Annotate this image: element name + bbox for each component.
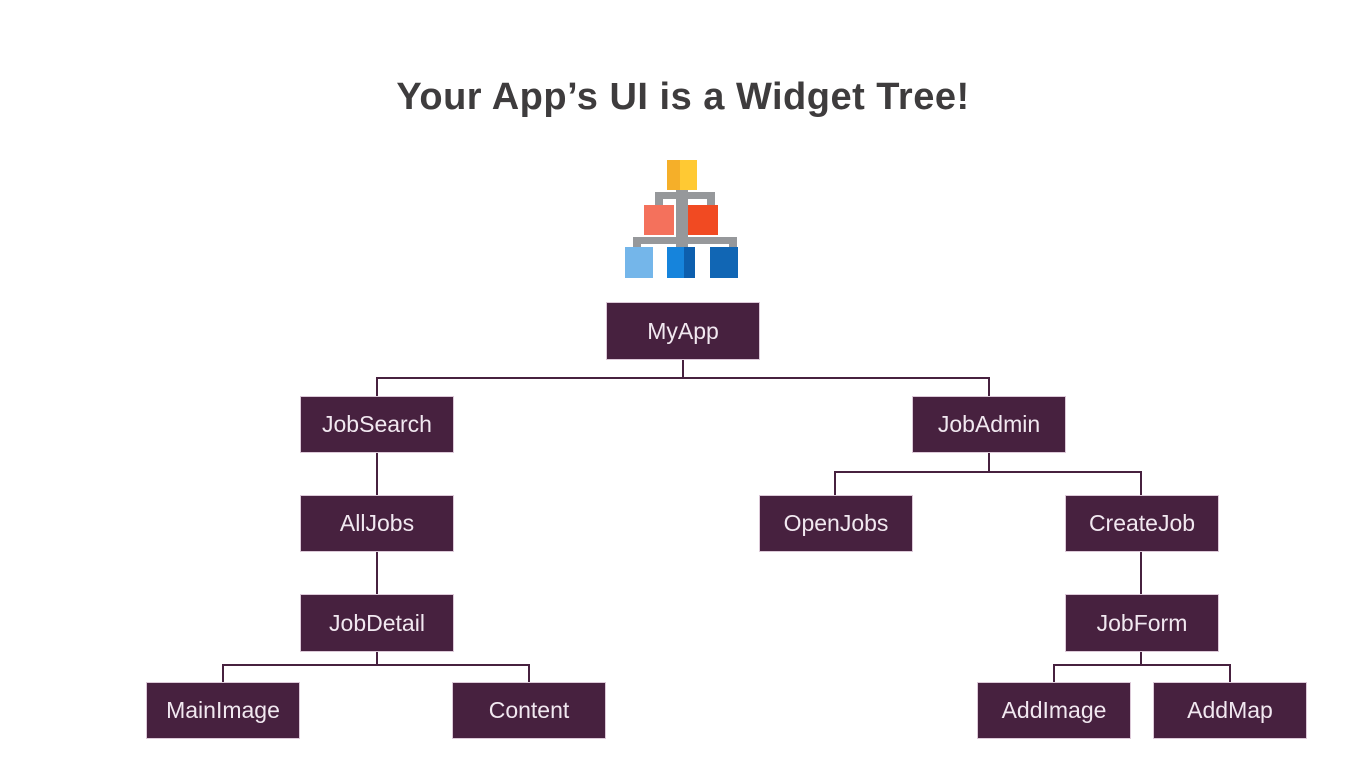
tree-node-mainimage: MainImage xyxy=(146,682,300,739)
widget-tree-icon xyxy=(624,160,740,278)
connector-segment xyxy=(988,377,990,396)
connector-segment xyxy=(1053,664,1231,666)
connector-segment xyxy=(376,377,990,379)
connector-segment xyxy=(376,377,378,396)
connector-segment xyxy=(1140,471,1142,495)
tree-node-jobadmin: JobAdmin xyxy=(912,396,1066,453)
slide-title: Your App’s UI is a Widget Tree! xyxy=(396,76,970,118)
connector-segment xyxy=(988,453,990,472)
connector-segment xyxy=(222,664,530,666)
connector-segment xyxy=(222,664,224,682)
tree-node-jobform: JobForm xyxy=(1065,594,1219,652)
tree-node-createjob: CreateJob xyxy=(1065,495,1219,552)
connector-segment xyxy=(1053,664,1055,682)
tree-node-content: Content xyxy=(452,682,606,739)
connector-segment xyxy=(376,652,378,665)
connector-segment xyxy=(1140,552,1142,594)
connector-segment xyxy=(376,453,378,495)
tree-node-alljobs: AllJobs xyxy=(300,495,454,552)
tree-node-addimage: AddImage xyxy=(977,682,1131,739)
tree-node-jobdetail: JobDetail xyxy=(300,594,454,652)
connector-segment xyxy=(834,471,836,495)
connector-segment xyxy=(682,360,684,378)
connector-segment xyxy=(376,552,378,594)
connector-segment xyxy=(1140,652,1142,665)
connector-segment xyxy=(834,471,1142,473)
tree-node-myapp: MyApp xyxy=(606,302,760,360)
tree-node-jobsearch: JobSearch xyxy=(300,396,454,453)
tree-node-addmap: AddMap xyxy=(1153,682,1307,739)
connector-segment xyxy=(1229,664,1231,682)
connector-segment xyxy=(528,664,530,682)
tree-node-openjobs: OpenJobs xyxy=(759,495,913,552)
